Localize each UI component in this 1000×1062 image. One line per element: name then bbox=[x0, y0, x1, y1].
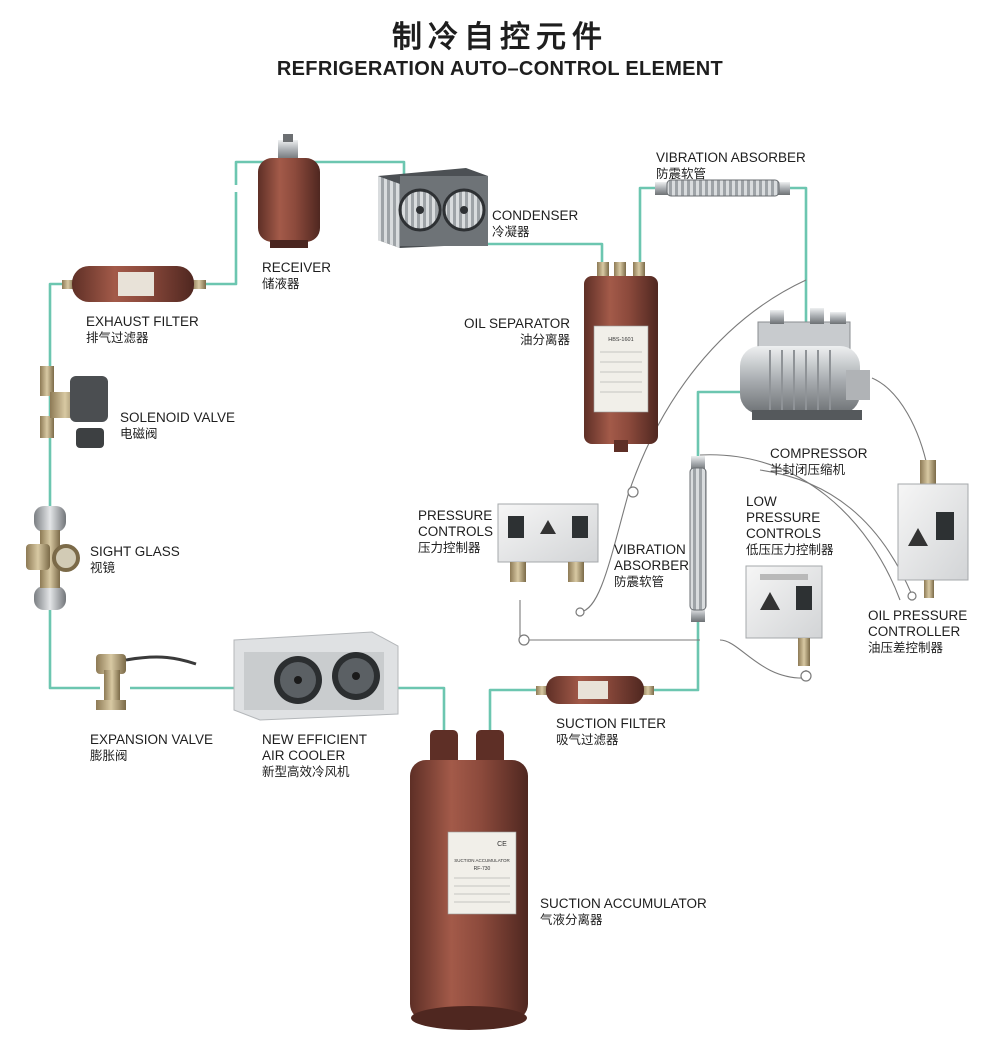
label-en: PRESSURE bbox=[746, 510, 821, 525]
suction-accumulator-label: SUCTION ACCUMULATOR 气液分离器 bbox=[540, 896, 707, 928]
receiver-image bbox=[258, 134, 320, 248]
loop-icon bbox=[518, 634, 530, 646]
label-en: CONDENSER bbox=[492, 208, 579, 223]
label-cn: 压力控制器 bbox=[418, 540, 481, 555]
label-en: OIL SEPARATOR bbox=[463, 316, 570, 331]
label-cn: 低压压力控制器 bbox=[746, 542, 834, 557]
solenoid-valve-image bbox=[40, 366, 108, 448]
label-cn: 冷凝器 bbox=[492, 224, 530, 239]
air-cooler-image bbox=[233, 631, 399, 721]
capillary-lines bbox=[519, 279, 929, 679]
separator-model-text: HBS-1601 bbox=[608, 337, 633, 343]
label-cn: 防震软管 bbox=[614, 574, 665, 589]
pipe-accumulator-suction-filter bbox=[488, 688, 540, 730]
pipe-receiver-condenser bbox=[234, 160, 406, 185]
accumulator-nameplate-text: SUCTION ACCUMULATOR bbox=[454, 858, 510, 863]
label-cn: 气液分离器 bbox=[540, 912, 603, 927]
oil-separator-label: OIL SEPARATOR 油分离器 bbox=[440, 316, 570, 348]
label-cn: 排气过滤器 bbox=[86, 330, 149, 345]
label-en: SOLENOID VALVE bbox=[120, 410, 236, 425]
pipe-suction-filter-line bbox=[652, 620, 700, 692]
pressure-controls-label: PRESSURE CONTROLS 压力控制器 bbox=[418, 508, 493, 556]
label-cn: 防震软管 bbox=[656, 166, 707, 181]
label-cn: 吸气过滤器 bbox=[556, 732, 619, 747]
label-en: EXHAUST FILTER bbox=[86, 314, 199, 329]
suction-filter-label: SUCTION FILTER 吸气过滤器 bbox=[556, 716, 666, 748]
capillary-oil-controller-2 bbox=[699, 454, 901, 601]
ce-mark-text: CE bbox=[497, 841, 507, 848]
label-en: RECEIVER bbox=[262, 260, 332, 275]
compressor-label: COMPRESSOR 半封闭压缩机 bbox=[770, 446, 868, 478]
page-title-en: REFRIGERATION AUTO–CONTROL ELEMENT bbox=[276, 58, 724, 80]
label-en: CONTROLS bbox=[418, 524, 494, 539]
vibration-absorber-mid-image bbox=[689, 456, 707, 622]
condenser-image bbox=[378, 168, 488, 248]
accumulator-model-text: RF-730 bbox=[474, 866, 491, 872]
vibration-absorber-mid-label: VIBRATION ABSORBER 防震软管 bbox=[614, 542, 689, 590]
label-cn: 油分离器 bbox=[519, 332, 570, 347]
label-en: SIGHT GLASS bbox=[90, 544, 180, 559]
label-en: AIR COOLER bbox=[262, 748, 346, 763]
label-cn: 半封闭压缩机 bbox=[770, 462, 846, 477]
oil-pressure-controller-image bbox=[897, 460, 969, 598]
condenser-label: CONDENSER 冷凝器 bbox=[492, 208, 578, 240]
exhaust-filter-image bbox=[62, 266, 206, 302]
label-en: CONTROLLER bbox=[868, 624, 961, 639]
label-en: EXPANSION VALVE bbox=[90, 732, 214, 747]
pipe-separator-absorber bbox=[638, 186, 655, 264]
label-en: CONTROLS bbox=[746, 526, 822, 541]
label-cn: 储液器 bbox=[262, 276, 300, 291]
label-en: OIL PRESSURE bbox=[868, 608, 968, 623]
pipe-receiver-filter bbox=[206, 192, 238, 286]
label-en: SUCTION FILTER bbox=[556, 716, 667, 731]
suction-filter-image bbox=[536, 676, 654, 704]
capillary-loops bbox=[518, 486, 917, 682]
air-cooler-label: NEW EFFICIENT AIR COOLER 新型高效冷风机 bbox=[262, 732, 367, 780]
loop-icon bbox=[800, 670, 812, 682]
loop-icon bbox=[907, 591, 917, 601]
exhaust-filter-label: EXHAUST FILTER 排气过滤器 bbox=[86, 314, 199, 346]
low-pressure-controls-label: LOW PRESSURE CONTROLS 低压压力控制器 bbox=[746, 494, 834, 558]
label-cn: 膨胀阀 bbox=[90, 748, 128, 763]
vibration-absorber-top-image bbox=[655, 179, 790, 197]
label-cn: 电磁阀 bbox=[120, 426, 158, 441]
expansion-valve-label: EXPANSION VALVE 膨胀阀 bbox=[90, 732, 213, 764]
pipe-absorber-compressor bbox=[790, 186, 808, 334]
label-en: VIBRATION ABSORBER bbox=[656, 150, 806, 165]
label-cn: 油压差控制器 bbox=[868, 640, 944, 655]
compressor-image bbox=[740, 308, 870, 420]
label-en: VIBRATION bbox=[614, 542, 686, 557]
label-en: ABSORBER bbox=[614, 558, 690, 573]
loop-icon bbox=[627, 486, 639, 498]
label-en: NEW EFFICIENT bbox=[262, 732, 367, 747]
pipe-left-trunk bbox=[48, 282, 100, 690]
capillary-pressure-low bbox=[519, 600, 700, 641]
pipe-suction-riser bbox=[696, 390, 746, 460]
label-cn: 新型高效冷风机 bbox=[262, 764, 350, 779]
receiver-label: RECEIVER 储液器 bbox=[262, 260, 331, 292]
solenoid-valve-label: SOLENOID VALVE 电磁阀 bbox=[120, 410, 235, 442]
oil-separator-image: HBS-1601 bbox=[584, 262, 658, 452]
label-en: COMPRESSOR bbox=[770, 446, 868, 461]
oil-pressure-controller-label: OIL PRESSURE CONTROLLER 油压差控制器 bbox=[868, 608, 967, 656]
low-pressure-controls-image bbox=[745, 565, 823, 666]
suction-accumulator-image: CE SUCTION ACCUMULATOR RF-730 bbox=[410, 730, 528, 1030]
refrigerant-pipes bbox=[48, 160, 808, 730]
sight-glass-image bbox=[26, 506, 80, 610]
vibration-absorber-top-label: VIBRATION ABSORBER 防震软管 bbox=[656, 150, 806, 182]
page-title-cn: 制冷自控元件 bbox=[392, 20, 608, 55]
sight-glass-label: SIGHT GLASS 视镜 bbox=[90, 544, 180, 576]
pipe-cooler-accumulator bbox=[398, 686, 446, 730]
capillary-low-pressure bbox=[719, 639, 807, 679]
label-en: PRESSURE bbox=[418, 508, 493, 523]
label-en: LOW bbox=[746, 494, 777, 509]
label-en: SUCTION ACCUMULATOR bbox=[540, 896, 707, 911]
expansion-valve-image bbox=[96, 654, 197, 710]
capillary-pressure-high bbox=[579, 279, 807, 613]
loop-icon bbox=[575, 607, 585, 617]
label-cn: 视镜 bbox=[90, 560, 116, 575]
capillary-oil-controller bbox=[871, 377, 929, 471]
pressure-controls-image bbox=[497, 503, 599, 582]
